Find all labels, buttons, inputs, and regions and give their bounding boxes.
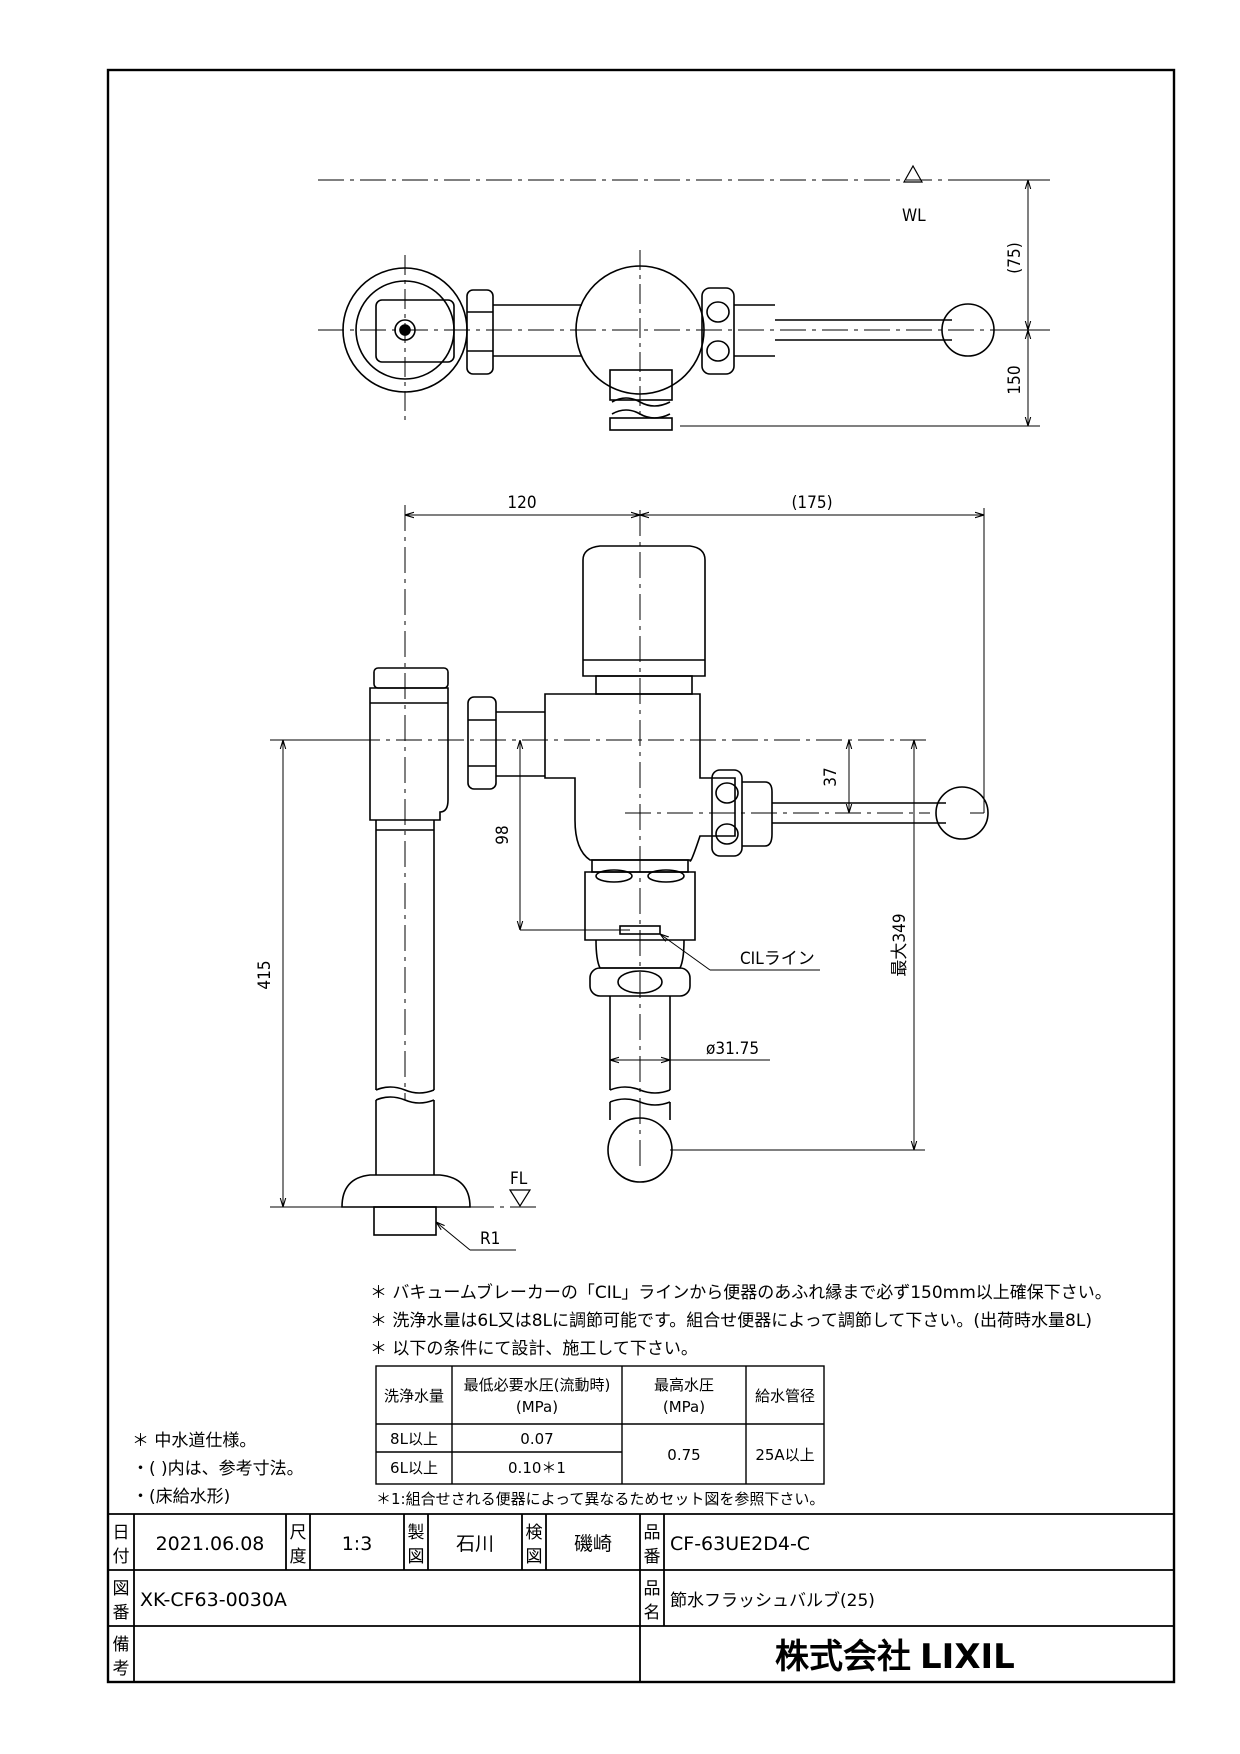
dim-max-349: 最大349 <box>890 913 910 976</box>
dim-98: 98 <box>493 825 513 844</box>
part-no-value: CF-63UE2D4-C <box>670 1533 810 1555</box>
spec-table <box>375 1365 825 1485</box>
brand-logo: LIXIL <box>920 1637 1015 1677</box>
drawing-no-value: XK-CF63-0030A <box>140 1589 287 1611</box>
checked-value: 磯崎 <box>574 1533 612 1555</box>
top-view <box>318 164 1050 431</box>
side-note-1: ＊ 中水道仕様。 <box>132 1431 256 1451</box>
wl-label: WL <box>902 206 926 226</box>
part-no-label-2: 番 <box>644 1547 661 1567</box>
spec-row2-pressure: 0.10＊1 <box>508 1459 566 1477</box>
checked-label-2: 図 <box>526 1547 543 1567</box>
scale-label-1: 尺 <box>290 1523 307 1543</box>
remarks-label-2: 考 <box>113 1659 130 1679</box>
drawing-no-label-2: 番 <box>113 1603 130 1623</box>
spec-header-min-unit: (MPa) <box>516 1398 558 1416</box>
spec-footnote: ＊1:組合せされる便器によって異なるためセット図を参照下さい。 <box>376 1490 824 1508</box>
fl-label: FL <box>510 1169 528 1189</box>
checked-label-1: 検 <box>526 1523 543 1543</box>
spec-header-max-unit: (MPa) <box>663 1398 705 1416</box>
spec-pipe-size: 25A以上 <box>755 1446 814 1464</box>
front-view <box>270 505 989 1251</box>
remarks-label-1: 備 <box>113 1635 130 1655</box>
side-note-3: ・(床給水形) <box>132 1487 230 1507</box>
part-name-label-2: 名 <box>644 1603 661 1623</box>
date-label-1: 日 <box>113 1523 130 1543</box>
part-name-value: 節水フラッシュバルブ(25) <box>670 1590 875 1611</box>
r1-label: R1 <box>480 1229 500 1249</box>
spec-max-pressure: 0.75 <box>667 1446 700 1464</box>
spec-header-max-pressure: 最高水圧 <box>654 1376 714 1394</box>
spec-row1-volume: 8L以上 <box>390 1430 438 1448</box>
dim-37: 37 <box>821 767 841 786</box>
date-value: 2021.06.08 <box>156 1533 265 1555</box>
cil-line-label: CILライン <box>740 949 815 969</box>
diameter-label: ø31.75 <box>706 1039 759 1059</box>
drawing-frame <box>106 68 1176 1684</box>
part-no-label-1: 品 <box>644 1523 661 1543</box>
spec-row2-volume: 6L以上 <box>390 1459 438 1477</box>
drawn-value: 石川 <box>456 1533 494 1555</box>
title-block <box>108 1513 1174 1682</box>
spec-header-pipe: 給水管径 <box>755 1387 815 1405</box>
dim-150: 150 <box>1005 365 1025 394</box>
dim-415: 415 <box>255 960 275 989</box>
scale-label-2: 度 <box>290 1547 307 1567</box>
dim-175: (175) <box>791 493 832 513</box>
spec-header-volume: 洗浄水量 <box>384 1387 444 1405</box>
part-name-label-1: 品 <box>644 1579 661 1599</box>
drawing-no-label-1: 図 <box>113 1579 130 1599</box>
scale-value: 1:3 <box>342 1533 373 1555</box>
date-label-2: 付 <box>113 1547 130 1567</box>
note-3: ＊ 以下の条件にて設計、施工して下さい。 <box>370 1339 698 1359</box>
dim-75: (75) <box>1005 242 1025 273</box>
spec-row1-pressure: 0.07 <box>520 1430 553 1448</box>
spec-header-min-pressure: 最低必要水圧(流動時) <box>464 1376 611 1394</box>
note-1: ＊ バキュームブレーカーの「CIL」ラインから便器のあふれ縁まで必ず150mm以… <box>370 1282 1112 1303</box>
drawn-label-2: 図 <box>408 1547 425 1567</box>
drawn-label-1: 製 <box>408 1523 425 1543</box>
note-2: ＊ 洗浄水量は6L又は8Lに調節可能です。組合せ便器によって調節して下さい。(出… <box>370 1311 1092 1331</box>
dim-120: 120 <box>507 493 536 513</box>
company-name: 株式会社 <box>775 1637 911 1677</box>
side-note-2: ・( )内は、参考寸法。 <box>132 1459 304 1479</box>
